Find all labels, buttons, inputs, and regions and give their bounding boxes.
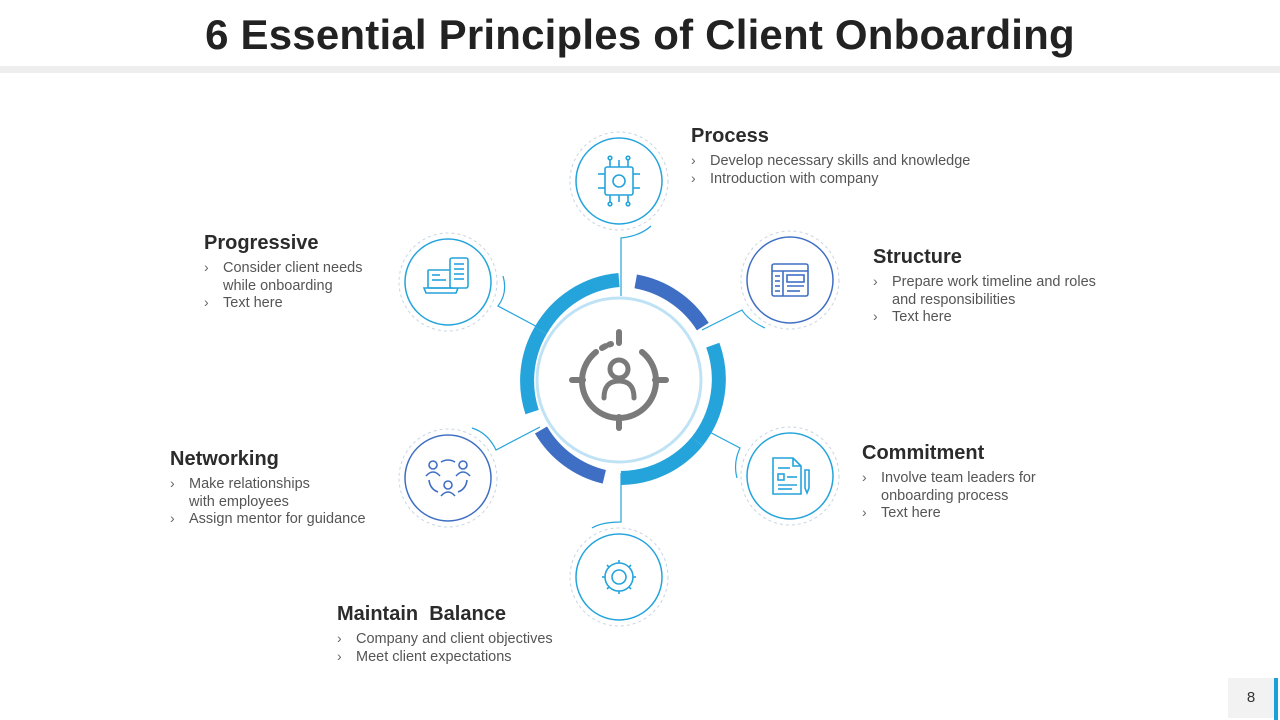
connector-networking xyxy=(471,426,541,451)
principle-title: Progressive xyxy=(204,232,319,254)
principle-structure: Structure Prepare work timeline and role… xyxy=(873,246,1113,327)
connector-balance xyxy=(591,473,622,529)
principle-bullet: Company and client objectives xyxy=(337,630,597,649)
gear-icon xyxy=(602,560,636,594)
principle-bullet: Consider client needs while onboarding xyxy=(204,259,373,295)
principle-networking: Networking Make relationships with emplo… xyxy=(170,448,395,529)
principle-commitment: Commitment Involve team leaders for onbo… xyxy=(862,442,1062,523)
connector-commitment xyxy=(699,426,741,479)
checklist-document-icon xyxy=(772,457,810,496)
ring-segment xyxy=(620,436,703,485)
ring-segment xyxy=(634,274,709,331)
connector-progressive xyxy=(497,275,544,331)
principle-bullet: Text here xyxy=(862,504,1062,523)
principle-title: Process xyxy=(691,125,769,147)
node-process xyxy=(569,131,669,231)
principle-title: Networking xyxy=(170,448,279,470)
principle-bullet: Prepare work timeline and roles and resp… xyxy=(873,273,1113,309)
principle-process: Process Develop necessary skills and kno… xyxy=(691,125,1021,188)
principle-bullet: Text here xyxy=(873,308,1113,327)
principle-bullet: Assign mentor for guidance xyxy=(170,510,395,529)
principle-title: Maintain Balance xyxy=(337,603,506,625)
ring-segment xyxy=(691,342,726,446)
target-user-icon xyxy=(569,329,669,431)
principle-bullet: Meet client expectations xyxy=(337,648,597,667)
ring-segment xyxy=(534,426,607,484)
connector-process xyxy=(620,225,652,296)
principle-title: Commitment xyxy=(862,442,985,464)
slide-title: 6 Essential Principles of Client Onboard… xyxy=(205,11,1075,58)
principle-bullet: Develop necessary skills and knowledge xyxy=(691,152,1021,171)
ring-segment xyxy=(520,326,547,415)
circuit-chip-icon xyxy=(598,155,640,207)
principle-bullet: Make relationships with employees xyxy=(170,475,319,511)
principle-progressive: Progressive Consider client needs while … xyxy=(204,232,394,313)
layout-window-icon xyxy=(771,263,809,297)
principle-title: Structure xyxy=(873,246,962,268)
node-commitment xyxy=(740,426,840,526)
team-network-icon xyxy=(425,459,471,497)
principle-bullet: Introduction with company xyxy=(691,170,1021,189)
principle-maintain-balance: Maintain Balance Company and client obje… xyxy=(337,603,597,666)
node-structure xyxy=(740,230,840,330)
node-balance xyxy=(569,527,669,627)
title-divider xyxy=(0,66,1280,73)
page-number: 8 xyxy=(1228,678,1274,718)
node-progressive xyxy=(398,232,498,332)
principle-bullet: Involve team leaders for onboarding proc… xyxy=(862,469,1062,505)
connector-lines xyxy=(471,225,766,529)
page-number-accent xyxy=(1274,678,1278,720)
connector-structure xyxy=(701,309,766,331)
principle-bullet: Text here xyxy=(204,294,394,313)
laptop-phone-icon xyxy=(422,257,469,294)
ring-segment xyxy=(534,273,620,335)
node-networking xyxy=(398,428,498,528)
